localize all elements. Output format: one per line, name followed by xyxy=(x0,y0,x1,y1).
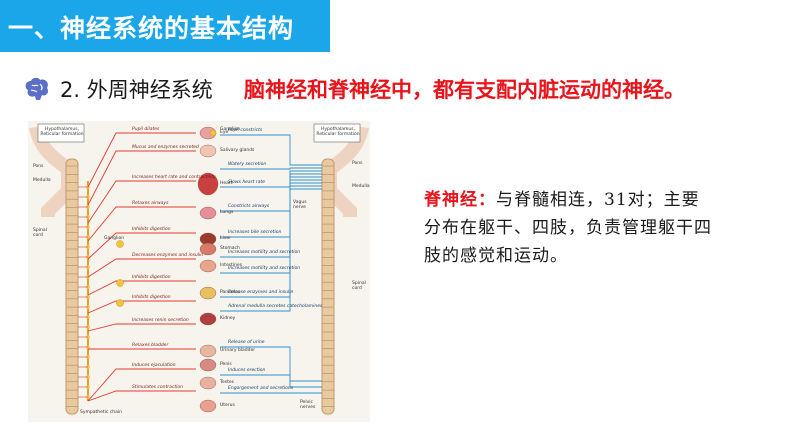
inferior-ganglion-dot xyxy=(116,299,124,307)
sympathetic-pathway-line xyxy=(87,180,196,224)
sympathetic-pathway-line xyxy=(87,258,196,278)
sympathetic-effect-label: Inhibits digestion xyxy=(132,227,171,232)
organ-label: Pancreas xyxy=(220,290,241,295)
organ-label: Kidney xyxy=(220,316,236,321)
parasympathetic-effect-label: Release of urine xyxy=(228,340,265,345)
sympathetic-effect-label: Stimulates contraction xyxy=(132,385,183,390)
organ-shape-heart xyxy=(197,172,219,196)
organ-label: Testes xyxy=(220,380,234,385)
spinal-cord-left-label: Spinal cord xyxy=(33,228,47,238)
sympathetic-effect-label: Increases heart rate and contractility xyxy=(132,175,216,180)
left-hypothalamus-label: Hypothalamus, Reticular formation xyxy=(40,127,84,137)
sympathetic-pathway-line xyxy=(87,150,196,206)
sympathetic-effect-label: Relaxes airways xyxy=(132,201,169,206)
sympathetic-pathway-line xyxy=(87,206,196,242)
sympathetic-effect-label: Mucus and enzymes secreted xyxy=(132,145,199,150)
ganglion-top-label: Ganglion xyxy=(220,127,241,132)
pons-right-label: Pons xyxy=(352,161,363,166)
medulla-right-label: Medulla xyxy=(352,184,370,189)
pelvic-nerves-label: Pelvic nerves xyxy=(300,400,316,410)
left-hypothalamus-box xyxy=(37,123,85,143)
sympathetic-effect-label: Inhibits digestion xyxy=(132,295,171,300)
organ-shape-intestines xyxy=(199,259,217,273)
spinal-nerve-term: 脊神经： xyxy=(424,190,496,210)
medulla-left-label: Medulla xyxy=(33,178,51,183)
ganglion-left-label: Ganglion xyxy=(104,236,125,241)
organ-label: Liver xyxy=(220,236,232,241)
right-hypothalamus-label: Hypothalamus, Reticular formation xyxy=(316,127,360,137)
sympathetic-pathway-line xyxy=(87,368,196,402)
autonomic-nervous-system-diagram xyxy=(29,123,369,415)
sympathetic-pathway-line xyxy=(87,300,196,314)
parasympathetic-effect-label: Adrenal medulla secretes catecholamines xyxy=(228,304,323,309)
parasympathetic-pathway-line xyxy=(220,182,322,274)
parasympathetic-effect-label: Increases motility and secretion xyxy=(228,250,301,255)
organ-shape-salivary-glands xyxy=(199,144,217,158)
parasympathetic-pathway-line xyxy=(220,134,322,166)
organ-label: Urinary bladder xyxy=(220,348,256,353)
spinal-cord-right-label: Spinal cord xyxy=(352,281,366,291)
right-spinal-cord xyxy=(321,158,335,415)
parasympathetic-pathway-line xyxy=(220,188,322,312)
parasympathetic-effect-label: Constricts airways xyxy=(228,204,270,209)
parasympathetic-effect-label: Slows heart rate xyxy=(228,180,265,185)
organ-shape-penis xyxy=(199,358,217,372)
sympathetic-pathway-line xyxy=(87,232,196,260)
organ-shape-testes xyxy=(199,376,217,390)
sympathetic-effect-label: Inhibits digestion xyxy=(132,275,171,280)
organ-label: Stomach xyxy=(220,246,240,251)
organ-label: Heart xyxy=(220,181,233,186)
title-banner: 一、神经系统的基本结构 xyxy=(0,0,330,52)
organ-shape-pancreas xyxy=(199,286,217,300)
sympathetic-effect-label: Increases renin secretion xyxy=(132,318,189,323)
sympathetic-effect-label: Decreases enzymes and insulin xyxy=(132,253,204,258)
parasympathetic-effect-label: Increases motility and secretion xyxy=(228,266,301,271)
parasympathetic-effect-label: Pupil constricts xyxy=(228,128,263,133)
organ-label: Intestines xyxy=(220,263,243,268)
organ-label: Eye xyxy=(220,130,229,135)
right-hypothalamus-box xyxy=(313,123,361,143)
ciliary-ganglion-dot xyxy=(209,129,217,137)
pons-left-label: Pons xyxy=(33,164,44,169)
parasympathetic-effect-label: Increases bile secretion xyxy=(228,230,282,235)
parasympathetic-pathway-line xyxy=(220,374,322,388)
organ-label: Lungs xyxy=(220,210,234,215)
parasympathetic-effect-label: Engorgement and secretions xyxy=(228,386,294,391)
vagus-nerve-label: Vagus nerve xyxy=(293,200,307,210)
mesenteric-ganglion-dot xyxy=(116,279,124,287)
page-title: 一、神经系统的基本结构 xyxy=(8,14,295,43)
sympathetic-effect-label: Induces ejaculation xyxy=(132,363,176,368)
sympathetic-pathway-line xyxy=(87,132,196,188)
subtitle-row: 2. 外周神经系统 xyxy=(22,72,213,106)
parasympathetic-pathway-line xyxy=(220,167,322,170)
brain-icon xyxy=(25,77,49,100)
organ-shape-lungs xyxy=(199,206,217,220)
spinal-nerve-description: 脊神经：与脊髓相连，31对；主要分布在躯干、四肢，负责管理躯干四肢的感觉和运动。 xyxy=(424,186,716,270)
organ-shape-kidney xyxy=(199,312,217,326)
parasympathetic-effect-label: Release enzymes and insulin xyxy=(228,290,294,295)
organ-label: Uterus xyxy=(220,403,235,408)
sympathetic-effect-label: Pupil dilates xyxy=(132,127,160,132)
organ-shape-urinary-bladder xyxy=(199,344,217,358)
sympathetic-pathway-line xyxy=(87,280,196,296)
sympathetic-effect-label: Relaxes bladder xyxy=(132,343,169,348)
spinal-nerve-body: 与脊髓相连，31对；主要分布在躯干、四肢，负责管理躯干四肢的感觉和运动。 xyxy=(424,190,712,266)
sympathetic-chain-label: Sympathetic chain xyxy=(80,410,123,415)
left-spinal-cord xyxy=(65,158,79,415)
organ-label: Salivary glands xyxy=(220,148,255,153)
parasympathetic-effect-label: Induces erection xyxy=(228,368,266,373)
highlight-statement: 脑神经和脊神经中，都有支配内脏运动的神经。 xyxy=(244,78,685,102)
parasympathetic-effect-label: Watery secretion xyxy=(228,162,267,167)
parasympathetic-pathway-line xyxy=(220,346,322,382)
organ-shape-stomach xyxy=(199,242,217,256)
sympathetic-pathway-line xyxy=(87,323,196,332)
section-subtitle: 2. 外周神经系统 xyxy=(60,78,213,102)
celiac-ganglion-dot xyxy=(116,240,124,248)
organ-label: Penis xyxy=(220,362,232,367)
organ-shape-uterus xyxy=(199,399,217,413)
sympathetic-pathway-line xyxy=(87,390,196,402)
